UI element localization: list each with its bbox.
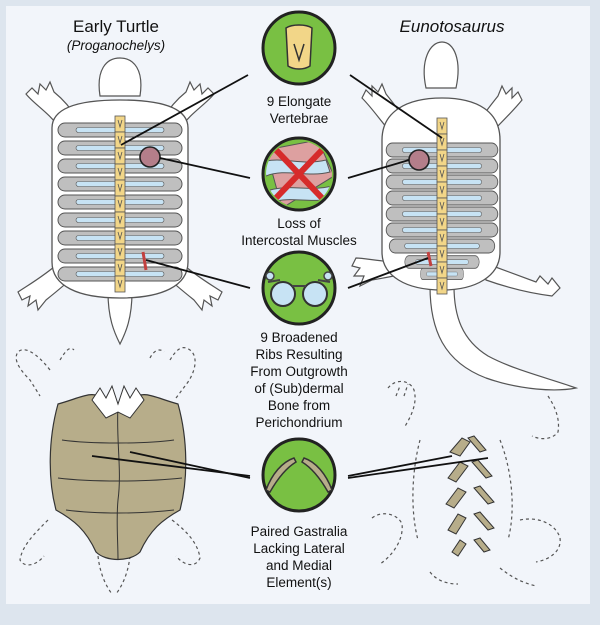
gastralia-icon: [265, 457, 333, 493]
feature-label-line: Loss of: [277, 216, 321, 231]
eunotosaurus-gastralia-illustration: [371, 380, 561, 587]
feature-label-line: Ribs Resulting: [255, 347, 342, 362]
intercostal-spot-left: [139, 146, 161, 168]
rib-marker-left: [141, 251, 148, 271]
vertebra-badge: [261, 10, 337, 86]
rib-cross-section-icon: [265, 271, 333, 307]
early-turtle-plastron-illustration: [15, 347, 201, 595]
feature-label-line: Element(s): [266, 575, 331, 590]
muscle-badge: [261, 136, 337, 212]
eunotosaurus-title: Eunotosaurus: [400, 17, 505, 36]
feature-label-line: of (Sub)dermal: [254, 381, 343, 396]
feature-label-line: 9 Elongate: [267, 94, 332, 109]
feature-label-line: Vertebrae: [270, 111, 329, 126]
gastralia-badge: [261, 437, 337, 513]
feature-label-line: Bone from: [268, 398, 330, 413]
eunotosaurus-illustration: [351, 41, 579, 391]
early-turtle-subtitle: (Proganochelys): [67, 38, 165, 53]
feature-label-line: Perichondrium: [255, 415, 342, 430]
rib-marker-right: [426, 251, 433, 267]
early-turtle-illustration: [17, 57, 223, 346]
intercostal-spot-right: [408, 149, 430, 171]
vertebra-icon: [285, 24, 313, 70]
feature-label-line: and Medial: [266, 558, 332, 573]
connector-lines: [91, 74, 489, 479]
feature-label-gastralia: Paired Gastralia Lacking Lateral and Med…: [251, 524, 348, 590]
feature-label-ribs: 9 Broadened Ribs Resulting From Outgrowt…: [250, 330, 348, 430]
feature-label-line: 9 Broadened: [260, 330, 337, 345]
feature-label-line: Intercostal Muscles: [241, 233, 357, 248]
rib-badge: [261, 250, 337, 326]
early-turtle-title: Early Turtle: [73, 17, 159, 36]
feature-label-vertebrae: 9 Elongate Vertebrae: [267, 94, 332, 126]
feature-label-line: Paired Gastralia: [251, 524, 348, 539]
early-turtle-plastron: [49, 384, 187, 561]
feature-label-line: From Outgrowth: [250, 364, 348, 379]
crossed-muscle-icon: [266, 141, 332, 207]
feature-label-intercostal: Loss of Intercostal Muscles: [241, 216, 357, 248]
feature-label-line: Lacking Lateral: [253, 541, 345, 556]
